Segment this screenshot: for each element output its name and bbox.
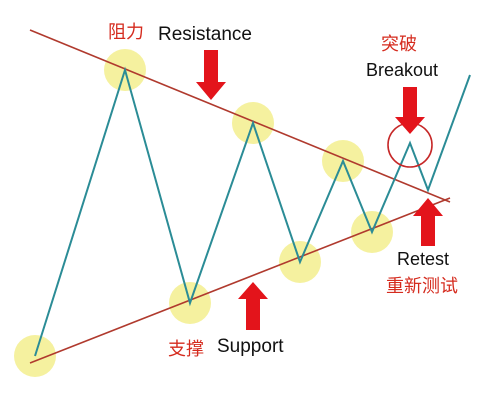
up-arrow-icon bbox=[238, 282, 268, 330]
resistance-label-cn: 阻力 bbox=[108, 22, 144, 42]
down-arrow-icon bbox=[196, 50, 226, 100]
resistance-label: Resistance bbox=[158, 24, 252, 45]
price-line bbox=[34, 66, 471, 357]
resistance-line bbox=[29, 29, 451, 203]
support-line bbox=[29, 197, 451, 364]
retest-label: Retest bbox=[397, 249, 450, 269]
support-label-cn: 支撑 bbox=[168, 339, 204, 359]
down-arrow-icon bbox=[395, 87, 425, 134]
retest-label-cn: 重新测试 bbox=[386, 276, 458, 296]
breakout-label-cn: 突破 bbox=[381, 34, 417, 54]
breakout-label: Breakout bbox=[366, 60, 439, 80]
support-label: Support bbox=[217, 336, 284, 357]
up-arrow-icon bbox=[413, 198, 443, 246]
